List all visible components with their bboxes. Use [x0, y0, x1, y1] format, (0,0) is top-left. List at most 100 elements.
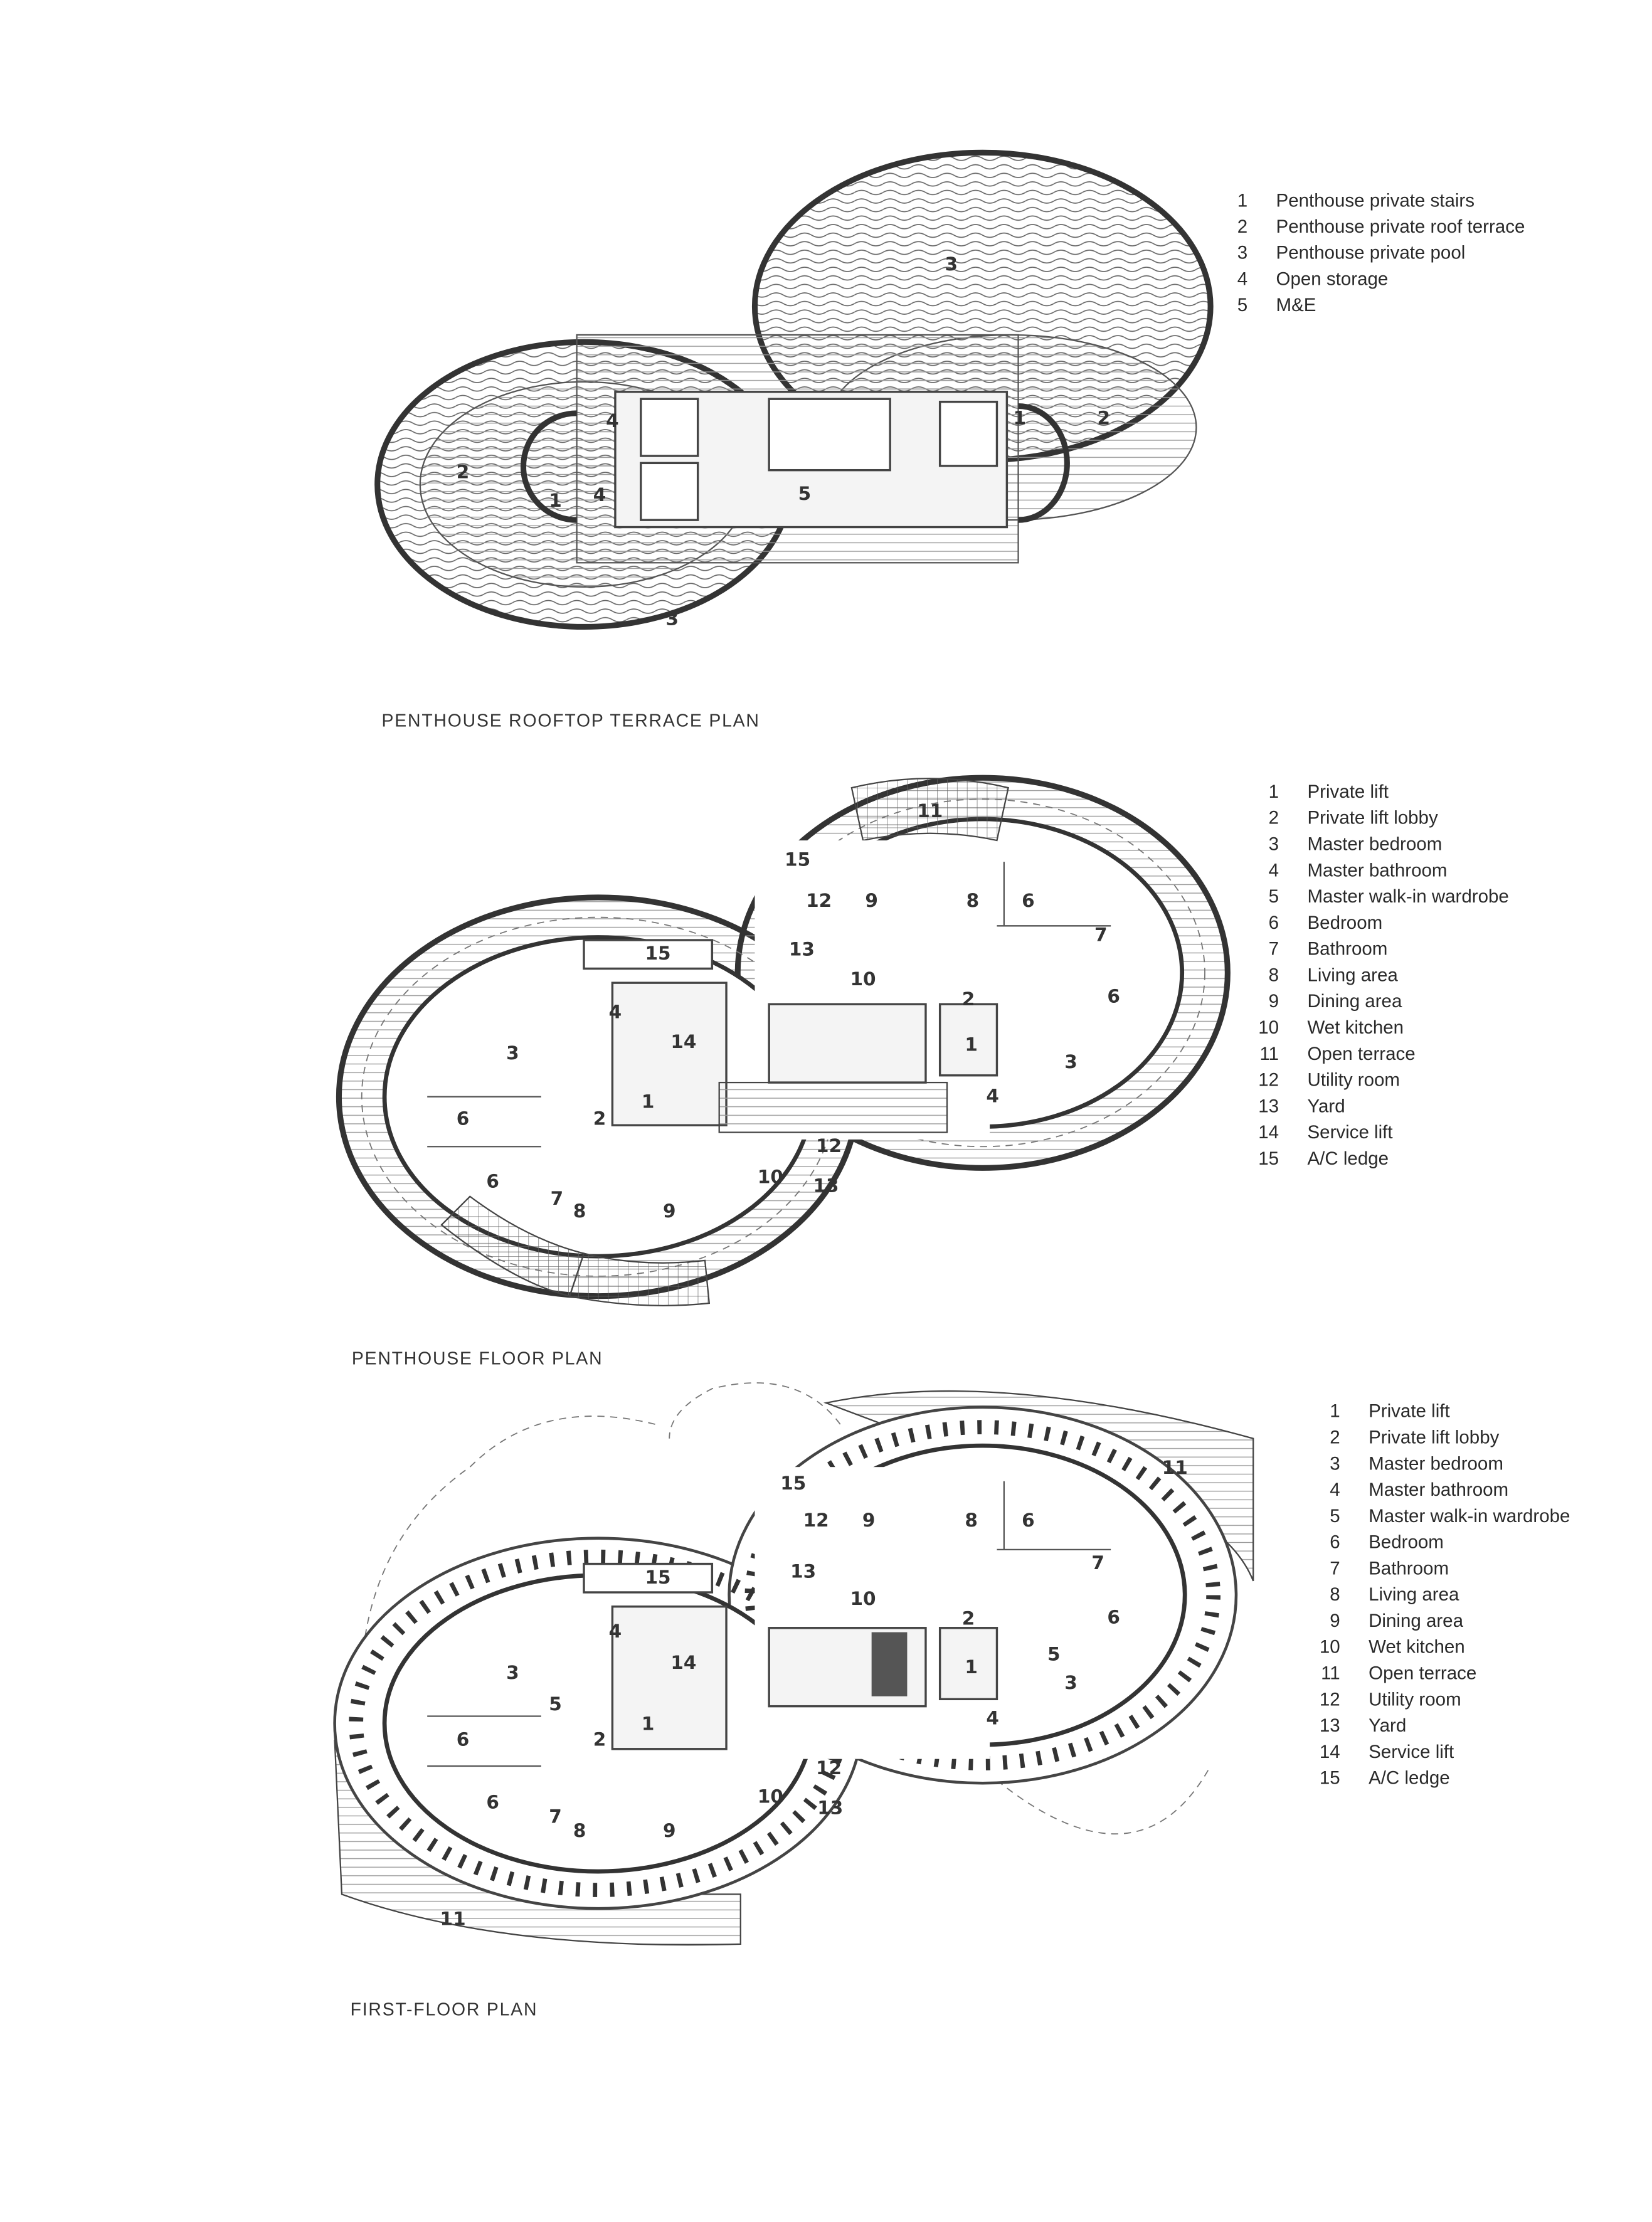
legend-label: M&E — [1276, 295, 1316, 315]
legend-label: Master bedroom — [1307, 834, 1442, 855]
legend-label: Private lift — [1369, 1401, 1450, 1422]
room-number-label: 7 — [1094, 924, 1108, 946]
room-number-label: 13 — [789, 938, 815, 960]
legend-number: 14 — [1320, 1742, 1340, 1762]
legend-label: Penthouse private roof terrace — [1276, 216, 1525, 237]
legend-number: 4 — [1330, 1479, 1340, 1500]
room-number-label: 14 — [670, 1652, 696, 1673]
legend-label: Living area — [1307, 965, 1398, 985]
first-floor-plan — [333, 1382, 1254, 1946]
legend-label: Penthouse private pool — [1276, 243, 1466, 263]
room-number-label: 14 — [670, 1031, 696, 1052]
room-number-label: 6 — [1107, 985, 1120, 1007]
legend-number: 14 — [1258, 1122, 1279, 1143]
room-number-label: 7 — [549, 1806, 562, 1827]
legend-label: Bedroom — [1307, 913, 1382, 933]
legend-number: 12 — [1258, 1070, 1279, 1091]
legend-label: Living area — [1369, 1584, 1459, 1605]
room-number-label: 2 — [1098, 407, 1111, 428]
room-number-label: 5 — [549, 1693, 562, 1715]
room-number-label: 9 — [663, 1200, 676, 1222]
room-number-label: 10 — [758, 1167, 783, 1188]
legend-label: Service lift — [1307, 1122, 1392, 1143]
legend-number: 12 — [1320, 1689, 1340, 1710]
legend-label: Master bedroom — [1369, 1453, 1503, 1474]
legend-number: 9 — [1330, 1611, 1340, 1631]
room-number-label: 1 — [642, 1713, 655, 1735]
legend-label: Dining area — [1307, 991, 1402, 1012]
room-number-label: 12 — [816, 1757, 842, 1779]
legend-label: Private lift lobby — [1369, 1427, 1499, 1447]
legend-label: Master bathroom — [1307, 860, 1447, 881]
room-number-label: 1 — [965, 1656, 978, 1678]
legend-number: 9 — [1269, 991, 1279, 1012]
room-number-label: 15 — [785, 849, 810, 870]
room-number-label: 1 — [1014, 407, 1027, 428]
room-number-label: 5 — [798, 483, 812, 504]
legend-label: Master bathroom — [1369, 1479, 1508, 1500]
legend-label: Bathroom — [1369, 1558, 1449, 1579]
legend-number: 10 — [1320, 1637, 1340, 1658]
room-number-label: 8 — [573, 1200, 586, 1222]
legend-label: Dining area — [1369, 1611, 1463, 1631]
room-number-label: 6 — [457, 1108, 470, 1130]
room-number-label: 3 — [506, 1042, 519, 1064]
legend-number: 4 — [1269, 860, 1279, 881]
legend-number: 4 — [1237, 268, 1247, 289]
legend-number: 8 — [1330, 1584, 1340, 1605]
room-number-label: 11 — [917, 800, 943, 822]
room-number-label: 4 — [986, 1708, 999, 1729]
legend-label: A/C ledge — [1369, 1768, 1450, 1789]
room-number-label: 12 — [806, 890, 832, 911]
legend-number: 8 — [1269, 965, 1279, 985]
legend-number: 10 — [1258, 1017, 1279, 1038]
room-number-label: 6 — [486, 1171, 499, 1192]
rooftop-terrace-plan — [374, 149, 1214, 630]
room-number-label: 4 — [593, 484, 606, 505]
legend-label: Private lift lobby — [1307, 808, 1438, 828]
room-number-label: 8 — [965, 1510, 978, 1531]
room-number-label: 3 — [1064, 1672, 1078, 1693]
room-number-label: 13 — [817, 1797, 843, 1819]
legend-label: Yard — [1369, 1715, 1406, 1736]
legend-number: 11 — [1259, 1044, 1279, 1064]
room-number-label: 1 — [549, 490, 562, 511]
legend-label: Wet kitchen — [1369, 1637, 1465, 1658]
room-number-label: 13 — [790, 1561, 816, 1582]
room-number-label: 2 — [962, 988, 975, 1010]
room-number-label: 6 — [1107, 1606, 1120, 1627]
room-number-label: 6 — [1022, 890, 1035, 911]
room-number-label: 6 — [486, 1792, 499, 1813]
legend-number: 6 — [1269, 913, 1279, 933]
room-number-label: 10 — [850, 1588, 876, 1609]
legend-number: 1 — [1269, 781, 1279, 802]
room-number-label: 8 — [966, 890, 980, 911]
room-number-label: 9 — [862, 1510, 876, 1531]
legend-label: Utility room — [1307, 1070, 1400, 1091]
legend-label: Service lift — [1369, 1742, 1454, 1762]
legend-label: Bedroom — [1369, 1532, 1444, 1553]
room-number-label: 10 — [758, 1786, 783, 1807]
room-number-label: 2 — [962, 1608, 975, 1629]
plan-caption: FIRST-FLOOR PLAN — [351, 1999, 538, 2019]
legend-number: 2 — [1237, 216, 1247, 237]
room-number-label: 15 — [645, 943, 671, 964]
legend-label: A/C ledge — [1307, 1148, 1389, 1169]
room-number-label: 6 — [457, 1729, 470, 1750]
room-number-label: 15 — [780, 1473, 806, 1494]
legend-number: 7 — [1269, 939, 1279, 960]
legend-label: Wet kitchen — [1307, 1017, 1404, 1038]
room-number-label: 1 — [965, 1034, 978, 1055]
room-number-label: 7 — [1091, 1552, 1104, 1574]
legend-number: 2 — [1330, 1427, 1340, 1447]
room-number-label: 12 — [803, 1510, 829, 1531]
room-number-label: 1 — [642, 1091, 655, 1112]
plan-caption: PENTHOUSE ROOFTOP TERRACE PLAN — [382, 711, 760, 731]
room-number-label: 3 — [665, 608, 679, 630]
room-number-label: 11 — [440, 1908, 466, 1930]
legend-label: Open storage — [1276, 268, 1389, 289]
legend-number: 5 — [1330, 1506, 1340, 1526]
plan-caption: PENTHOUSE FLOOR PLAN — [352, 1349, 603, 1369]
legend-number: 5 — [1237, 295, 1247, 315]
